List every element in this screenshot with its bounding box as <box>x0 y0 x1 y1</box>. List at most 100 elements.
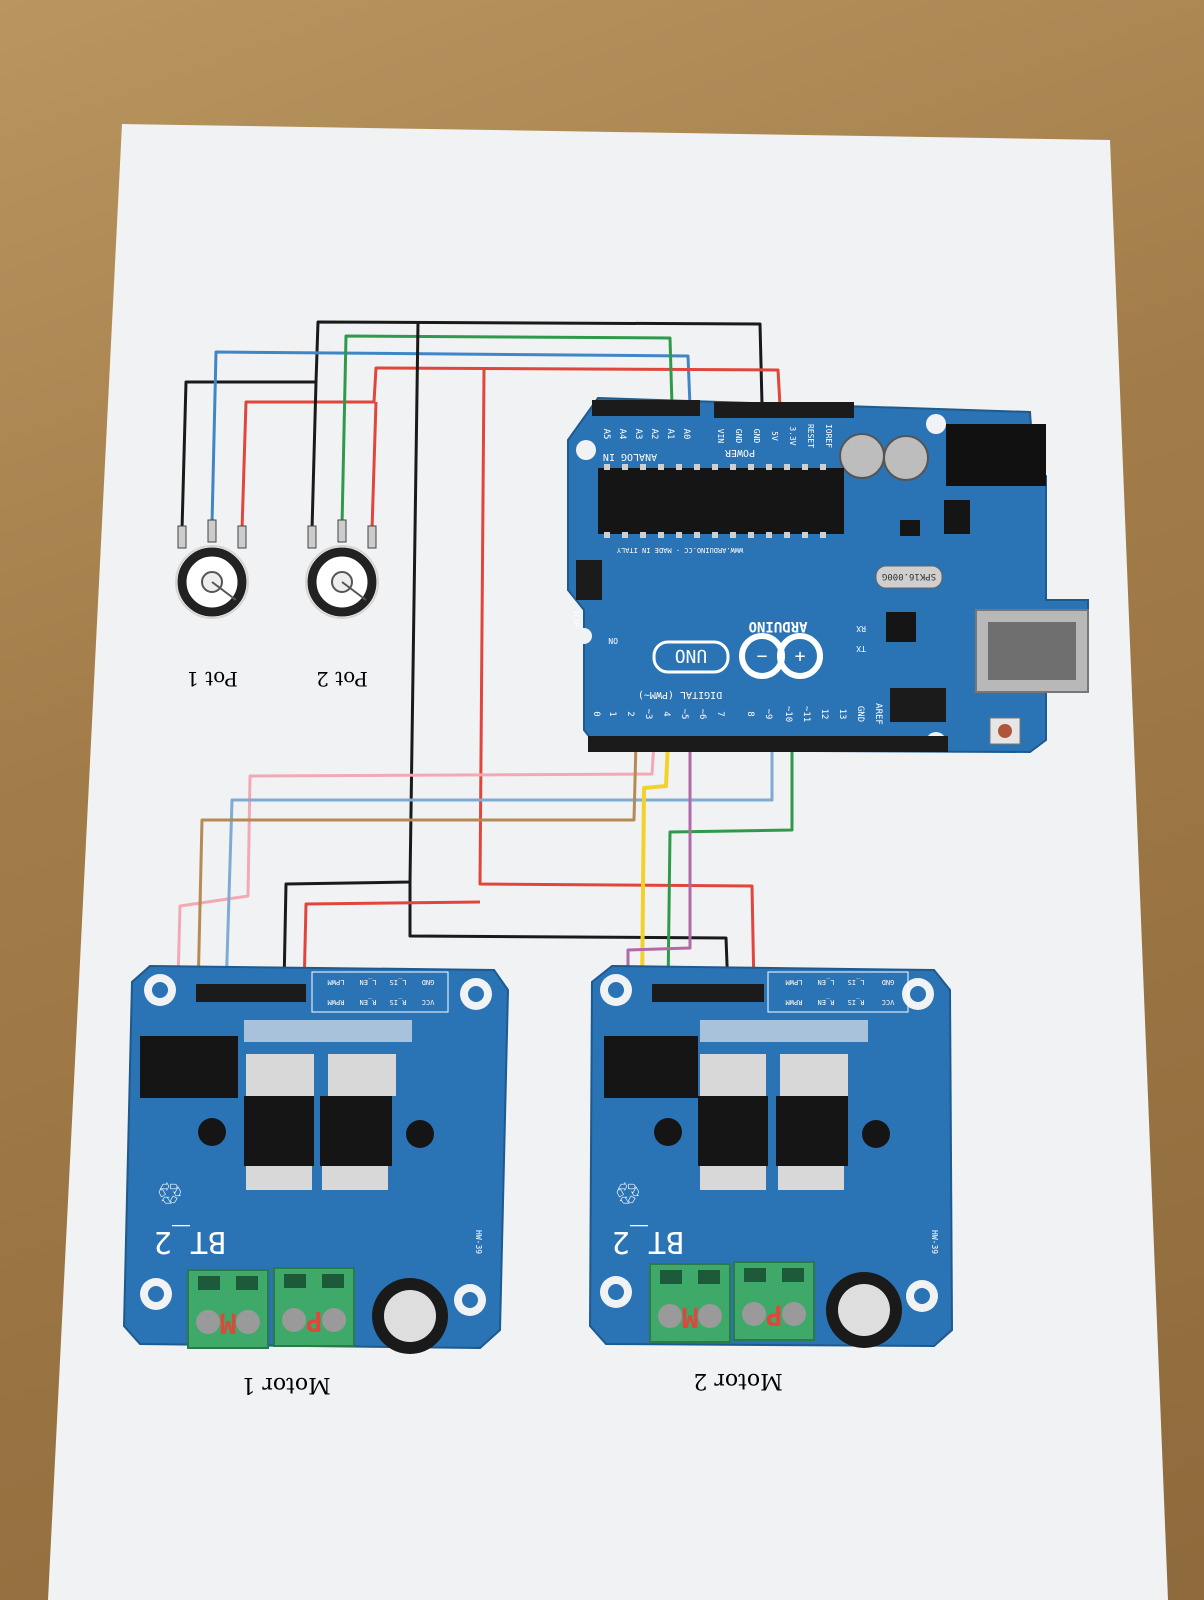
driver2-name: BT_2 <box>612 1224 684 1259</box>
pin-label-d9: ~9 <box>763 709 773 720</box>
driver1-ic <box>140 1036 238 1098</box>
driver1-label-rpwm: RPWM <box>328 998 345 1006</box>
driver1-mosfet-2 <box>320 1096 392 1166</box>
pin-label-a0: A0 <box>681 429 691 440</box>
pin-label-d3: ~3 <box>643 709 653 720</box>
driver2-label-gnd: GND <box>882 978 895 986</box>
pin-label-d11: ~11 <box>801 706 811 722</box>
pin-label-a5: A5 <box>601 429 611 440</box>
wire-5v-driver1 <box>302 900 481 991</box>
icsp-label: ICSP <box>572 610 580 627</box>
made-in-label: WWW.ARDUINO.CC - MADE IN ITALY <box>616 546 743 554</box>
pin-label-d13: 13 <box>837 709 847 720</box>
pot1 <box>175 519 249 619</box>
capacitor <box>839 433 885 479</box>
motor2-label: Motor 2 <box>693 1368 782 1393</box>
atmega-chip <box>598 468 844 534</box>
pin-label-vin: VIN <box>716 429 725 444</box>
wire-pot1-vcc <box>240 366 782 531</box>
driver2-label-lpwm: LPWM <box>786 978 803 986</box>
pin-label-a4: A4 <box>617 429 627 440</box>
crystal <box>875 565 943 589</box>
motor-driver-2: VCC R_IS R_EN RPWM GND L_IS L_EN LPWM ♲ … <box>588 964 954 1348</box>
svg-text:−: − <box>757 646 768 667</box>
tx-label: TX <box>856 644 866 653</box>
pin-label-gnd: GND <box>734 429 743 444</box>
dc-jack <box>946 424 1046 486</box>
driver1-terminal-p-label: P <box>306 1305 323 1338</box>
pin-label-d12: 12 <box>819 709 829 720</box>
arduino-logo: − + <box>739 633 823 679</box>
pin-label-3v3: 3.3V <box>788 426 797 445</box>
driver2-label-ris: R_IS <box>848 998 865 1006</box>
driver2-recycle-icon: ♲ <box>616 1172 640 1218</box>
arduino-uno-board: SPK16.000G − + UNO ARDUINO ANALOG IN POW… <box>567 396 1089 754</box>
analog-header-label: ANALOG IN <box>603 451 657 462</box>
wire-pot1-signal <box>210 350 692 525</box>
arduino-brand-text: ARDUINO <box>748 618 807 634</box>
driver1-mosfet-1 <box>244 1096 314 1166</box>
wire-pot2-vcc <box>370 401 378 531</box>
driver2-label-rpwm: RPWM <box>786 998 803 1006</box>
pin-label-ioref: IOREF <box>824 424 833 448</box>
driver2-label-len: L_EN <box>818 978 835 986</box>
icsp-header-2 <box>890 688 946 722</box>
pin-label-a3: A3 <box>633 429 643 440</box>
driver2-label-ren: R_EN <box>818 998 835 1006</box>
motor1-label: Motor 1 <box>241 1372 330 1397</box>
pin-label-gnd-2: GND <box>752 429 761 444</box>
driver2-heatsink-1 <box>700 1054 766 1096</box>
driver1-label-vcc: VCC <box>422 998 435 1006</box>
driver2-mosfet-2 <box>776 1096 848 1166</box>
driver1-label-lis: L_IS <box>390 978 407 986</box>
wire-pot2-gnd <box>310 381 318 531</box>
pot2-label: Pot 2 <box>316 667 368 691</box>
driver1-heatsink-1 <box>246 1054 314 1096</box>
pin-label-a1: A1 <box>665 429 675 440</box>
power-header-label: POWER <box>724 447 755 458</box>
capacitor <box>883 435 929 481</box>
icsp-header <box>576 560 602 600</box>
driver2-terminal-p-label: P <box>766 1299 783 1332</box>
driver2-model: HW-39 <box>930 1230 939 1254</box>
driver1-label-ren: R_EN <box>360 998 377 1006</box>
reset-button <box>989 717 1021 745</box>
wire-gnd-trunk <box>282 321 420 987</box>
pin-label-d8: 8 <box>745 711 755 716</box>
driver1-terminal-m-label: M <box>220 1307 237 1340</box>
driver1-name: BT_2 <box>154 1224 226 1259</box>
driver2-heatsink-2 <box>780 1054 848 1096</box>
driver1-recycle-icon: ♲ <box>158 1172 182 1218</box>
pin-label-d5: ~5 <box>679 709 689 720</box>
driver1-label-gnd: GND <box>422 978 435 986</box>
crystal-label: SPK16.000G <box>882 571 936 581</box>
uno-badge <box>652 640 730 674</box>
pin-label-aref: AREF <box>873 703 883 725</box>
digital-header-label: DIGITAL (PWM~) <box>638 689 722 700</box>
pin-label-reset: RESET <box>806 424 815 448</box>
pin-label-d2: 2 <box>625 711 635 716</box>
pin-label-d1: 1 <box>607 711 617 716</box>
digital-header <box>588 736 948 752</box>
driver1-model: HW-39 <box>474 1230 483 1254</box>
pin-label-gnd-digital: GND <box>855 706 865 722</box>
driver1-label-len: L_EN <box>360 978 377 986</box>
on-led-label: ON <box>608 636 618 645</box>
driver2-pin-header <box>652 984 764 1002</box>
pin-label-a2: A2 <box>649 429 659 440</box>
analog-header <box>592 400 700 416</box>
driver1-label-lpwm: LPWM <box>328 978 345 986</box>
pin-label-d0: 0 <box>591 711 601 716</box>
pot2 <box>305 519 379 619</box>
driver2-ic <box>604 1036 698 1098</box>
pin-label-d4: 4 <box>661 711 671 716</box>
driver2-label-vcc: VCC <box>882 998 895 1006</box>
driver2-mosfet-1 <box>698 1096 768 1166</box>
wire-d1-lightblue <box>224 742 774 993</box>
wire-pot2-signal <box>340 334 674 527</box>
wire-gnd-driver2 <box>408 882 730 991</box>
driver1-pin-header <box>196 984 306 1002</box>
pot1-label: Pot 1 <box>186 667 238 691</box>
driver2-terminal-m-label: M <box>682 1301 699 1334</box>
wire-5v-trunk <box>478 369 756 991</box>
